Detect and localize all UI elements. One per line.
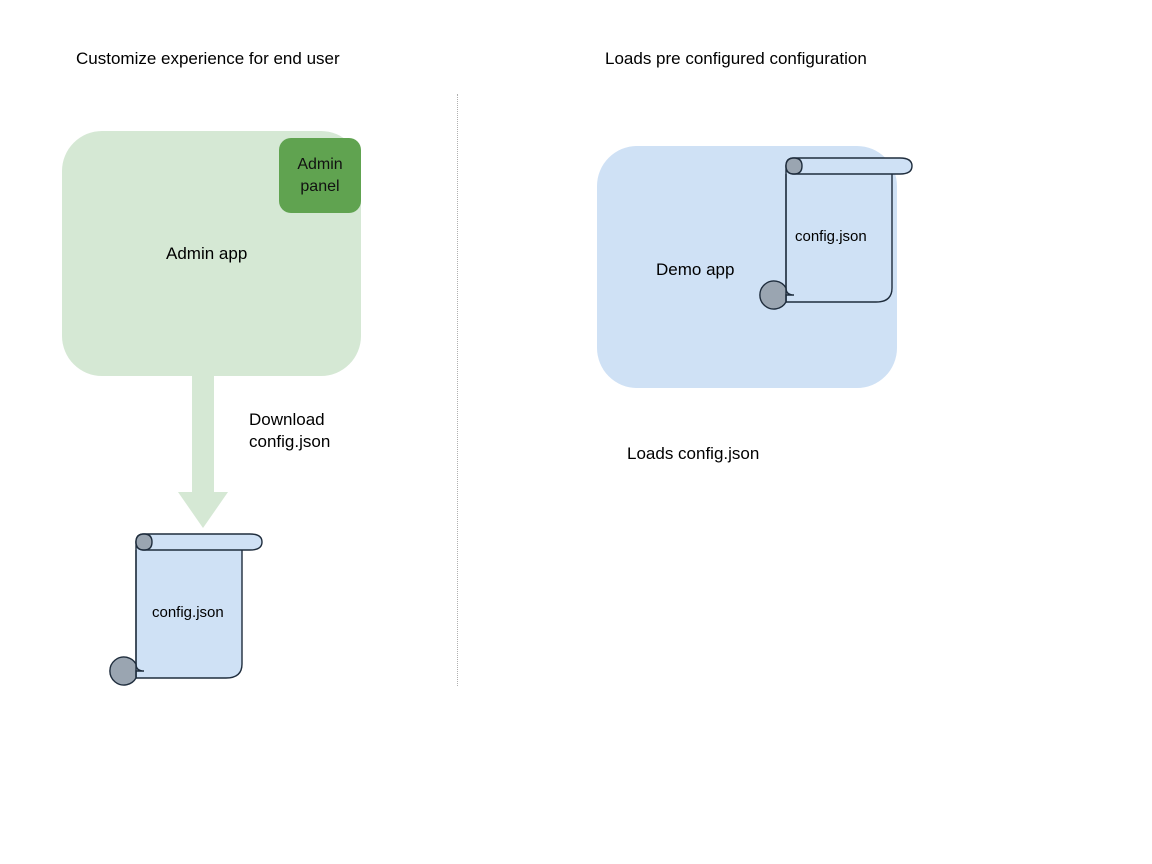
down-block-arrow-icon: [176, 372, 230, 530]
config-json-document-right-label: config.json: [795, 228, 867, 245]
demo-app-label: Demo app: [656, 260, 735, 279]
left-section-title: Customize experience for end user: [76, 49, 340, 68]
admin-panel-chip-label: Admin panel: [297, 154, 342, 198]
download-arrow-label-line1: Download: [249, 410, 325, 429]
config-json-document-left[interactable]: [109, 528, 268, 693]
loads-config-caption: Loads config.json: [627, 444, 760, 463]
right-section-title: Loads pre configured configuration: [605, 49, 867, 68]
admin-app-label: Admin app: [166, 244, 248, 263]
admin-panel-chip-label-line1: Admin: [297, 155, 343, 173]
download-arrow-label-line2: config.json: [249, 432, 331, 451]
admin-panel-chip[interactable]: Admin panel: [279, 138, 361, 213]
config-json-document-left-label: config.json: [152, 604, 224, 621]
vertical-dotted-divider: [457, 94, 458, 686]
config-json-document-right[interactable]: [759, 152, 918, 317]
admin-panel-chip-label-line2: panel: [300, 177, 340, 195]
download-arrow-label: Download config.json: [249, 409, 330, 453]
